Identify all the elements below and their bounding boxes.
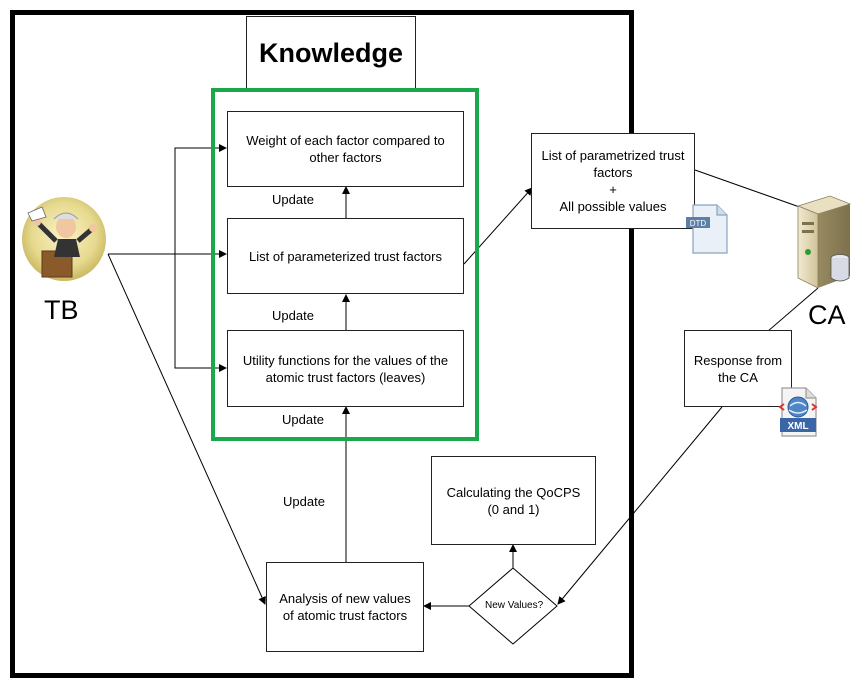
ca-label: CA: [808, 300, 846, 330]
xml-icon-text: XML: [787, 421, 808, 432]
tb-to-weight-arrow: [174, 144, 227, 254]
tb-avatar-icon: [20, 195, 108, 285]
response-box: Response from the CA: [684, 330, 792, 407]
tb-to-utility-arrow: [174, 254, 227, 372]
dtd-icon-text: DTD: [690, 219, 707, 228]
ca-to-response-line: [759, 287, 819, 339]
server-icon: [790, 192, 854, 290]
tb-label: TB: [44, 295, 79, 325]
response-to-decision-arrow: [557, 406, 723, 605]
dtd-file-icon: DTD: [685, 203, 731, 255]
tb-to-analysis-arrow: [107, 253, 266, 605]
knowledge-title: Knowledge: [246, 16, 416, 90]
qocps-box: Calculating the QoCPS (0 and 1): [431, 456, 596, 545]
update-label: Update: [272, 192, 314, 207]
update-label: Update: [272, 308, 314, 323]
decision-label: New Values?: [485, 600, 544, 611]
utility-functions-box: Utility functions for the values of the …: [227, 330, 464, 407]
parametrized-list-box: List of parametrized trust factors + All…: [531, 133, 695, 229]
knowledge-frame: [211, 88, 479, 441]
outer-frame: [10, 10, 634, 678]
list-trust-factors-box: List of parameterized trust factors: [227, 218, 464, 294]
weight-factor-box: Weight of each factor compared to other …: [227, 111, 464, 187]
xml-file-icon: XML: [772, 384, 822, 440]
decision-diamond: [468, 567, 558, 645]
update-label: Update: [283, 494, 325, 509]
param-to-ca-arrow: [694, 169, 809, 212]
update-label: Update: [282, 412, 324, 427]
analysis-box: Analysis of new values of atomic trust f…: [266, 562, 424, 652]
